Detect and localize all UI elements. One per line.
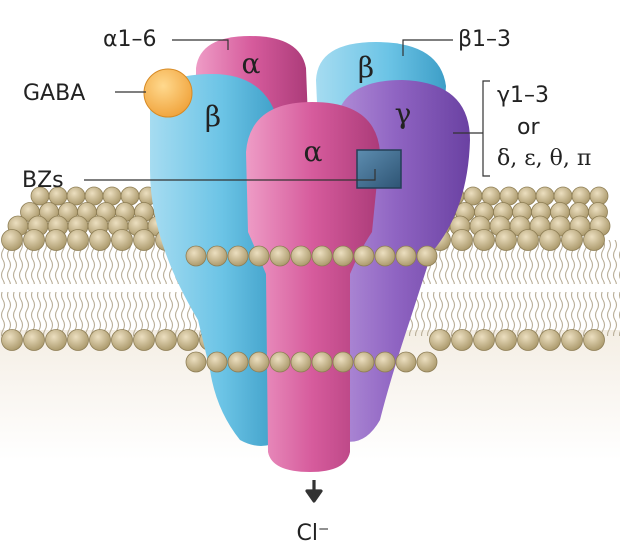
lipid-head [227,351,249,373]
lipid-head [495,229,517,251]
lipid-head [571,186,591,206]
lipid-head [133,329,155,351]
lipid-head [155,329,177,351]
lipid-head [290,245,312,267]
down-arrow-icon [305,480,323,503]
lipid-head [67,329,89,351]
lipid-head [429,329,451,351]
gamma-isoform-label: γ1–3 [497,83,549,108]
lipid-head [374,351,396,373]
beta-left-letter: β [205,100,221,133]
lipid-head [1,329,23,351]
alpha-back-letter: α [242,47,261,80]
alpha-front-letter: α [304,135,323,168]
lipid-head [67,229,89,251]
lipid-head [583,329,605,351]
beta-isoform-label: β1–3 [458,27,511,52]
lipid-head [248,351,270,373]
lipid-head [133,229,155,251]
lipid-head [451,229,473,251]
lipid-head [185,245,207,267]
lipid-head [45,229,67,251]
beta-back-letter: β [358,51,374,84]
lipid-head [311,245,333,267]
lipid-head [248,245,270,267]
benzodiazepine-site-box [356,149,402,189]
chloride-ion-label: Cl⁻ [296,521,329,546]
lipid-head [45,329,67,351]
alternative-subunits-label: δ, ε, θ, π [497,146,591,171]
lipid-head [1,229,23,251]
beta-top-callout-line [402,39,453,56]
lipid-head [111,329,133,351]
lipid-head [553,186,573,206]
lipid-head [311,351,333,373]
lipid-head [473,329,495,351]
gamma-letter: γ [395,97,412,130]
lipid-head [451,329,473,351]
lipid-head [227,245,249,267]
lipid-head [395,245,417,267]
lipid-head [583,229,605,251]
gaba-label: GABA [23,81,85,106]
alpha-top-callout-line [172,39,229,50]
lipid-head [89,229,111,251]
lipid-head [111,229,133,251]
alpha-subunit-front [246,102,380,472]
membrane-front-top-heads [185,245,438,267]
lipid-head [23,329,45,351]
lipid-head [353,351,375,373]
lipid-head [23,229,45,251]
lipid-head [473,229,495,251]
lipid-head [561,229,583,251]
alpha-isoform-label: α1–6 [103,27,157,52]
lipid-head [353,245,375,267]
lipid-head [185,351,207,373]
lipid-head [332,351,354,373]
gaba-binding-ball [143,68,193,118]
lipid-head [495,329,517,351]
gamma-bracket [453,80,490,177]
lipid-head [177,329,199,351]
lipid-head [535,186,555,206]
lipid-head [561,329,583,351]
lipid-head [539,329,561,351]
lipid-head [290,351,312,373]
lipid-head [332,245,354,267]
lipid-head [395,351,417,373]
lipid-head [89,329,111,351]
lipid-head [539,229,561,251]
membrane-front-bottom-heads [185,351,438,373]
bzs-label: BZs [22,168,64,193]
lipid-head [374,245,396,267]
lipid-head [269,351,291,373]
or-label: or [517,115,540,140]
lipid-head [269,245,291,267]
lipid-head [416,245,438,267]
bzs-callout-line [84,169,376,181]
lipid-head [416,351,438,373]
lipid-head [206,351,228,373]
lipid-head [206,245,228,267]
lipid-head [517,329,539,351]
lipid-head [517,229,539,251]
membrane-inner-head-row [1,329,605,351]
